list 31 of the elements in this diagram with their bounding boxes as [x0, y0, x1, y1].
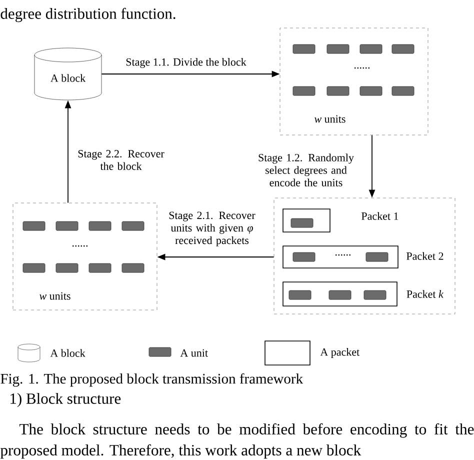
- node-label: A block: [50, 74, 86, 82]
- ellipsis: ......: [335, 254, 351, 256]
- units-group-box: [274, 198, 456, 314]
- ellipsis: ......: [72, 245, 88, 247]
- legend-label: A packet: [320, 348, 360, 358]
- units-group-box: [280, 28, 428, 136]
- arrow: [368, 134, 376, 198]
- paragraph: The block structure needs to be modified before encoding to fit the proposed model. Therefore, this work adopts a new block: [0, 423, 474, 459]
- edge-label: Stage 1.2. Randomly select degrees and encode the units: [258, 154, 354, 186]
- packet-box: [282, 208, 330, 232]
- legend-label: A block: [50, 349, 86, 357]
- ellipsis: ......: [354, 67, 370, 69]
- packet-label: Packet 1: [362, 212, 398, 220]
- caption: Fig. 1. The proposed block transmission framework: [0, 373, 304, 387]
- unit-count-label: w units: [314, 115, 346, 123]
- body-text: degree distribution function.: [0, 8, 176, 22]
- block-cylinder: [34, 48, 102, 100]
- packet-label: Packet 2: [406, 252, 444, 260]
- arrow: [101, 70, 280, 78]
- arrow: [64, 100, 72, 204]
- packet-label: Packet k: [406, 290, 444, 298]
- section-heading: 1) Block structure: [10, 392, 121, 407]
- units-group-box: [12, 202, 158, 310]
- legend-label: A unit: [180, 349, 208, 357]
- unit-count-label: w units: [40, 292, 70, 300]
- edge-label: Stage 1.1. Divide the block: [126, 58, 246, 68]
- arrow: [157, 254, 274, 260]
- packet-box: [282, 282, 398, 306]
- packet-box: [282, 246, 398, 268]
- edge-label: Stage 2.2. Recover the block: [78, 150, 164, 170]
- edge-label: Stage 2.1. Recover units with given φ received packets: [169, 212, 256, 246]
